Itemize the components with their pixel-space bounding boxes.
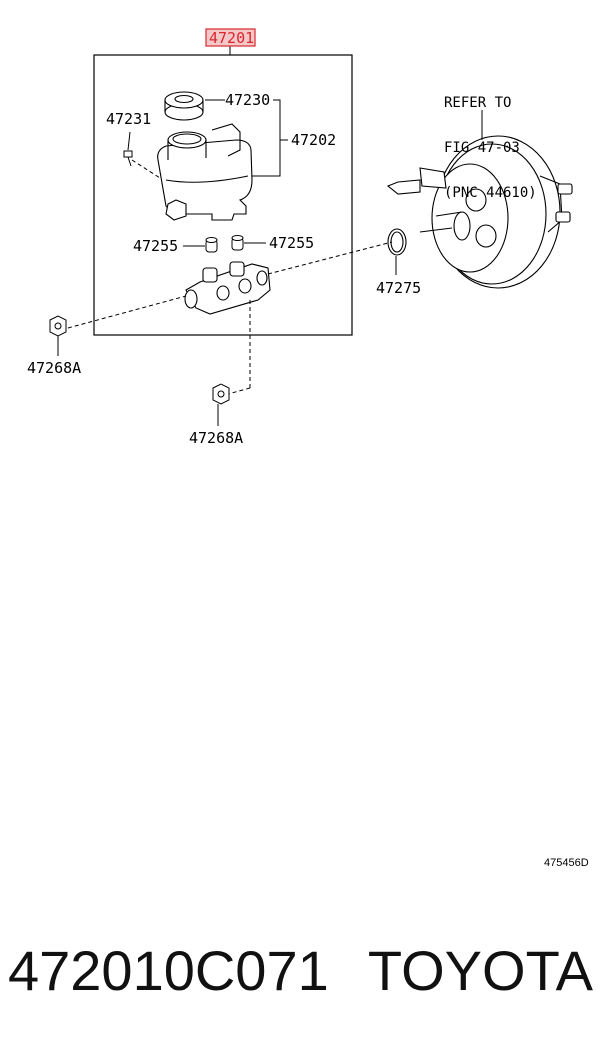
brand-name: TOYOTA xyxy=(367,939,593,1002)
reservoir-shape xyxy=(157,123,253,221)
label-47268a-bottom[interactable]: 47268A xyxy=(189,429,243,447)
brake-booster-shape xyxy=(386,135,573,289)
label-47255-right[interactable]: 47255 xyxy=(269,234,314,252)
diagram-id: 475456D xyxy=(544,857,589,869)
reservoir-screw-shape xyxy=(123,150,133,167)
plug-shapes xyxy=(49,315,230,405)
reservoir-cap-shape xyxy=(164,91,204,121)
highlighted-part-callout[interactable]: 47201 xyxy=(205,28,256,47)
label-47255-left[interactable]: 47255 xyxy=(133,237,178,255)
grommet-shapes xyxy=(205,235,244,253)
assembly-frame xyxy=(93,54,353,336)
highlighted-part-number: 47201 xyxy=(209,29,254,47)
master-cylinder-shape xyxy=(184,261,271,315)
reference-note-line: (PNC 44610) xyxy=(444,185,537,201)
part-caption: 472010C071 TOYOTA xyxy=(8,938,593,1004)
reference-note-line: REFER TO xyxy=(444,95,512,111)
parts-diagram: 47201 xyxy=(27,28,573,447)
label-47231[interactable]: 47231 xyxy=(106,110,151,128)
label-47275[interactable]: 47275 xyxy=(376,279,421,297)
label-47268a-left[interactable]: 47268A xyxy=(27,359,81,377)
reference-note: REFER TO FIG 47-03 (PNC 44610) xyxy=(444,66,537,216)
reference-note-line: FIG 47-03 xyxy=(444,140,520,156)
label-47230[interactable]: 47230 xyxy=(225,91,270,109)
gasket-shape xyxy=(387,228,407,256)
part-number: 472010C071 xyxy=(8,939,329,1002)
label-47202[interactable]: 47202 xyxy=(291,131,336,149)
